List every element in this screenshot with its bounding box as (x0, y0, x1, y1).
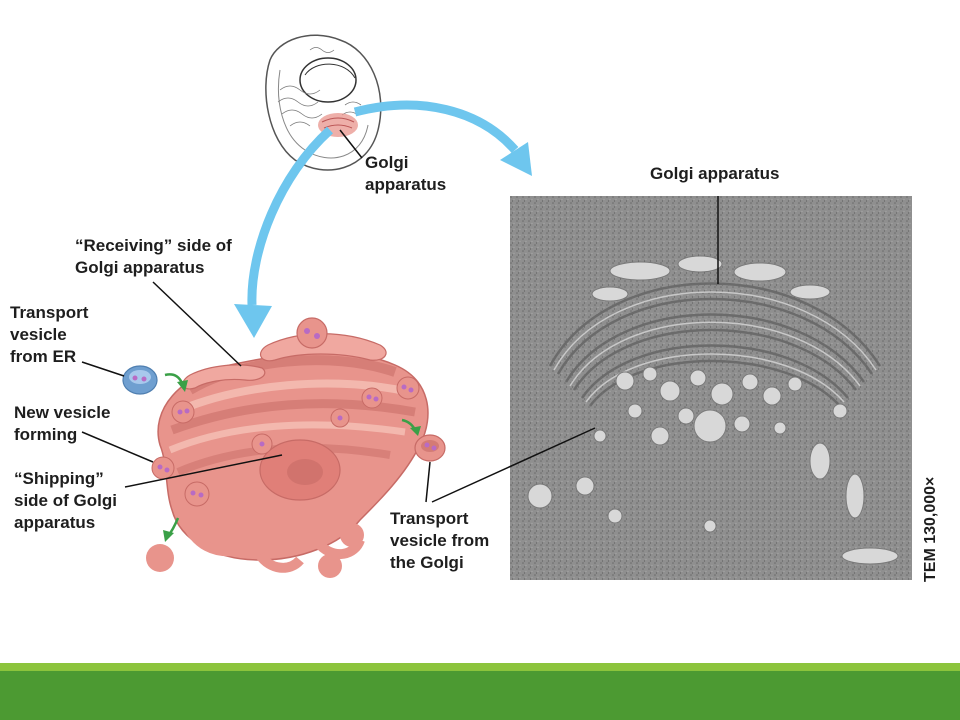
arrow-to-golgi (247, 126, 334, 306)
label-shipping-side: “Shipping” side of Golgi apparatus (14, 469, 117, 532)
cell-sketch (265, 34, 382, 171)
label-golgi-apparatus-cell: Golgi apparatus (365, 153, 447, 194)
tem-micrograph (510, 196, 912, 580)
footer-band (0, 671, 960, 720)
arrow-head-down (234, 304, 272, 338)
arrow-head-right (500, 142, 532, 176)
label-transport-vesicle-er: Transport vesicle from ER (10, 303, 89, 366)
label-tem-magnification: TEM 130,000× (922, 476, 939, 582)
arrow-to-micrograph (353, 100, 519, 154)
label-transport-vesicle-golgi: Transport vesicle from the Golgi (390, 509, 490, 572)
label-golgi-apparatus-micrograph: Golgi apparatus (650, 164, 780, 183)
label-new-vesicle-forming: New vesicle forming (14, 403, 111, 444)
footer-accent-band (0, 663, 960, 671)
label-receiving-side: “Receiving” side of Golgi apparatus (75, 236, 232, 277)
